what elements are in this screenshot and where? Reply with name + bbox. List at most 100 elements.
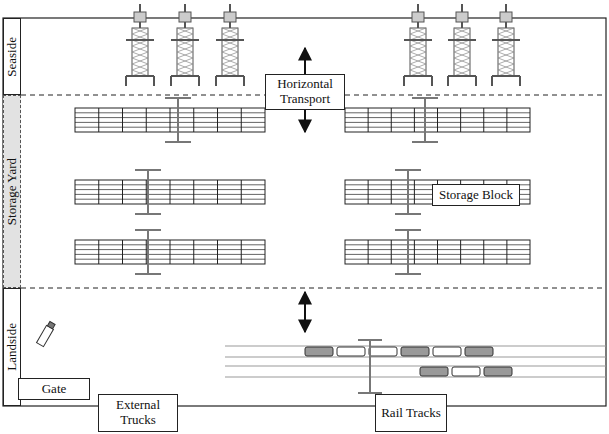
stroke — [454, 52, 470, 58]
stroke — [222, 64, 238, 70]
stroke — [146, 180, 147, 204]
stroke — [122, 180, 123, 204]
stroke — [171, 75, 199, 77]
stroke — [177, 58, 193, 64]
storage-block — [345, 240, 530, 264]
stroke — [75, 180, 265, 204]
wagon — [337, 347, 365, 356]
stroke — [412, 97, 438, 99]
stroke — [431, 76, 433, 86]
stroke — [410, 58, 426, 64]
stroke — [216, 39, 244, 41]
stroke — [75, 254, 265, 255]
stroke — [454, 58, 470, 64]
stroke — [454, 28, 470, 34]
terminal-frame — [3, 18, 606, 406]
stroke — [75, 127, 265, 128]
stroke — [345, 108, 530, 132]
stroke — [519, 76, 521, 86]
stroke — [407, 170, 409, 214]
stroke — [98, 240, 99, 264]
stroke — [217, 180, 218, 204]
stroke — [135, 229, 161, 231]
stroke — [177, 28, 193, 76]
stroke — [177, 28, 193, 34]
stroke — [404, 75, 432, 77]
stroke — [146, 108, 147, 132]
stroke — [412, 12, 424, 22]
zone-band: Storage Yard — [3, 95, 21, 288]
stroke — [345, 127, 530, 128]
stroke — [135, 213, 161, 215]
stroke — [498, 52, 514, 58]
yard-crane — [395, 170, 421, 214]
wagon — [433, 347, 461, 356]
stroke — [454, 46, 470, 52]
stroke — [410, 28, 426, 34]
stroke — [222, 52, 238, 58]
stroke — [171, 39, 199, 41]
stroke — [217, 240, 218, 264]
stroke — [498, 28, 514, 34]
stroke — [222, 46, 238, 52]
stroke — [448, 39, 476, 41]
stroke — [146, 240, 147, 264]
stroke — [132, 46, 148, 52]
storage-block — [345, 108, 530, 132]
box-label: Gate — [42, 382, 67, 397]
stroke — [222, 28, 238, 76]
stroke — [498, 58, 514, 64]
stroke — [345, 259, 530, 260]
stroke — [391, 180, 392, 204]
stroke — [126, 75, 154, 77]
stroke — [498, 52, 514, 58]
stroke — [404, 39, 432, 41]
truck-icon — [37, 321, 56, 347]
stroke — [132, 28, 148, 34]
stroke — [222, 58, 238, 64]
stroke — [447, 76, 449, 86]
stroke — [122, 108, 123, 132]
label-box: Rail Tracks — [375, 394, 447, 432]
stroke — [492, 75, 520, 77]
stroke — [177, 46, 193, 52]
stroke — [222, 46, 238, 52]
stroke — [132, 52, 148, 58]
stroke — [345, 254, 530, 255]
stroke — [75, 122, 265, 123]
stroke — [241, 240, 242, 264]
stroke — [395, 273, 421, 275]
stroke — [165, 141, 191, 143]
box-label: Storage Block — [439, 188, 513, 203]
stroke — [177, 64, 193, 70]
stroke — [170, 108, 171, 132]
quay-crane — [171, 4, 199, 86]
transport-arrow — [304, 292, 306, 332]
stroke — [345, 122, 530, 123]
stroke — [492, 39, 520, 41]
stroke — [132, 58, 148, 64]
wagon — [401, 347, 429, 356]
stroke — [75, 108, 265, 132]
wagon — [452, 367, 480, 376]
stroke — [132, 28, 148, 34]
stroke — [410, 52, 426, 58]
stroke — [345, 117, 530, 118]
stroke — [391, 108, 392, 132]
zone-divider — [21, 288, 606, 289]
stroke — [414, 108, 415, 132]
stroke — [177, 58, 193, 64]
stroke — [75, 259, 265, 260]
storage-block — [75, 180, 265, 204]
stroke — [243, 76, 245, 86]
stroke — [75, 244, 265, 245]
stroke — [75, 189, 265, 190]
box-label: Horizontal Transport — [270, 77, 340, 107]
wagon — [484, 367, 512, 376]
stroke — [498, 46, 514, 52]
storage-block — [75, 240, 265, 264]
stroke — [454, 28, 470, 76]
zone-label: Landside — [5, 323, 20, 371]
stroke — [177, 64, 193, 70]
stroke — [395, 229, 421, 231]
